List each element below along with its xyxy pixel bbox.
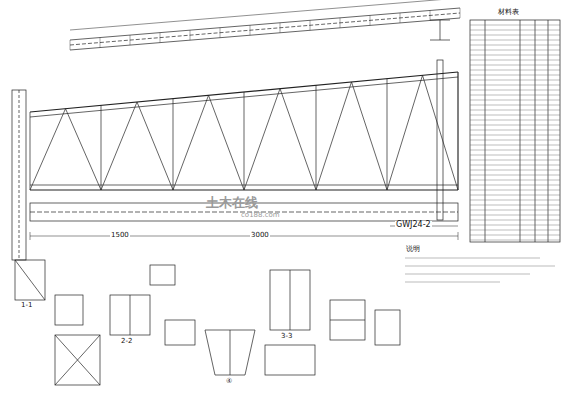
table-row-line xyxy=(470,160,560,161)
plan-tick xyxy=(340,18,341,28)
table-row-line xyxy=(470,120,560,121)
section-label: 1-1 xyxy=(20,302,33,310)
plan-tick xyxy=(370,15,371,25)
table-row-line xyxy=(470,110,560,111)
table-row-line xyxy=(470,170,560,171)
table-row-line xyxy=(470,70,560,71)
table-row-line xyxy=(470,200,560,201)
table-row-line xyxy=(470,190,560,191)
table-row-line xyxy=(470,125,560,126)
plan-tick xyxy=(160,33,161,43)
table-row-line xyxy=(470,60,560,61)
truss-web xyxy=(387,79,388,190)
watermark: co188.com xyxy=(240,212,281,220)
table-row-line xyxy=(470,50,560,51)
table-row-line xyxy=(470,150,560,151)
table-row-line xyxy=(470,90,560,91)
table-row-line xyxy=(470,230,560,231)
table-row-line xyxy=(470,85,560,86)
table-row-line xyxy=(470,115,560,116)
plan-tick xyxy=(130,35,131,45)
truss-web xyxy=(66,109,102,190)
table-row-line xyxy=(470,215,560,216)
table-row-line xyxy=(470,35,560,36)
truss-web xyxy=(101,102,137,190)
truss-web xyxy=(209,95,245,190)
truss-web xyxy=(280,89,316,190)
detail-number: ④ xyxy=(225,378,233,386)
plan-tick xyxy=(280,23,281,33)
table-row-line xyxy=(470,140,560,141)
table-row-line xyxy=(470,25,560,26)
table-row-line xyxy=(470,95,560,96)
dimension: 3000 xyxy=(250,232,270,240)
table-row-line xyxy=(470,75,560,76)
table-row-line xyxy=(470,105,560,106)
table-row-line xyxy=(470,145,560,146)
truss-web xyxy=(316,85,317,190)
plan-tick xyxy=(430,10,431,20)
table-row-line xyxy=(470,55,560,56)
table-row-line xyxy=(470,135,560,136)
section-label: 2-2 xyxy=(120,338,133,346)
table-row-line xyxy=(470,165,560,166)
table-row-line xyxy=(470,240,560,241)
truss-web xyxy=(387,75,423,190)
table-row-line xyxy=(470,180,560,181)
dimension: 1500 xyxy=(110,232,130,240)
truss-web xyxy=(30,112,31,190)
plan-tick xyxy=(220,28,221,38)
table-row-line xyxy=(470,175,560,176)
truss-web xyxy=(316,82,352,190)
table-row-line xyxy=(470,225,560,226)
table-row-line xyxy=(470,40,560,41)
plan-tick xyxy=(190,30,191,40)
drawing-title: GWJ24-2 xyxy=(395,221,432,230)
truss-web xyxy=(423,75,459,190)
plan-tick xyxy=(250,25,251,35)
table-row-line xyxy=(470,130,560,131)
truss-web xyxy=(137,102,173,190)
table-row-line xyxy=(470,195,560,196)
watermark: 土木在线 xyxy=(205,196,259,210)
table-row-line xyxy=(470,220,560,221)
truss-web xyxy=(244,92,245,190)
truss-web xyxy=(352,82,388,190)
plan-tick xyxy=(310,20,311,30)
plan-tick xyxy=(400,13,401,23)
table-row-line xyxy=(470,235,560,236)
table-row-line xyxy=(470,205,560,206)
truss-web xyxy=(458,72,459,190)
table-row-line xyxy=(470,100,560,101)
table-row-line xyxy=(470,45,560,46)
truss-web xyxy=(173,99,174,190)
truss-web xyxy=(244,89,280,190)
plan-tick xyxy=(100,38,101,48)
table-row-line xyxy=(470,155,560,156)
table-row-line xyxy=(470,210,560,211)
table-title: 材料表 xyxy=(497,9,520,17)
table-row-line xyxy=(470,30,560,31)
table-row-line xyxy=(470,80,560,81)
truss-web xyxy=(173,95,209,190)
section-label: 3-3 xyxy=(280,333,293,341)
plan-tick xyxy=(460,8,461,18)
truss-web xyxy=(101,105,102,190)
table-row-line xyxy=(470,65,560,66)
plan-tick xyxy=(70,40,71,50)
notes-heading: 说明 xyxy=(405,246,421,254)
table-row-line xyxy=(470,185,560,186)
truss-web xyxy=(30,109,66,190)
